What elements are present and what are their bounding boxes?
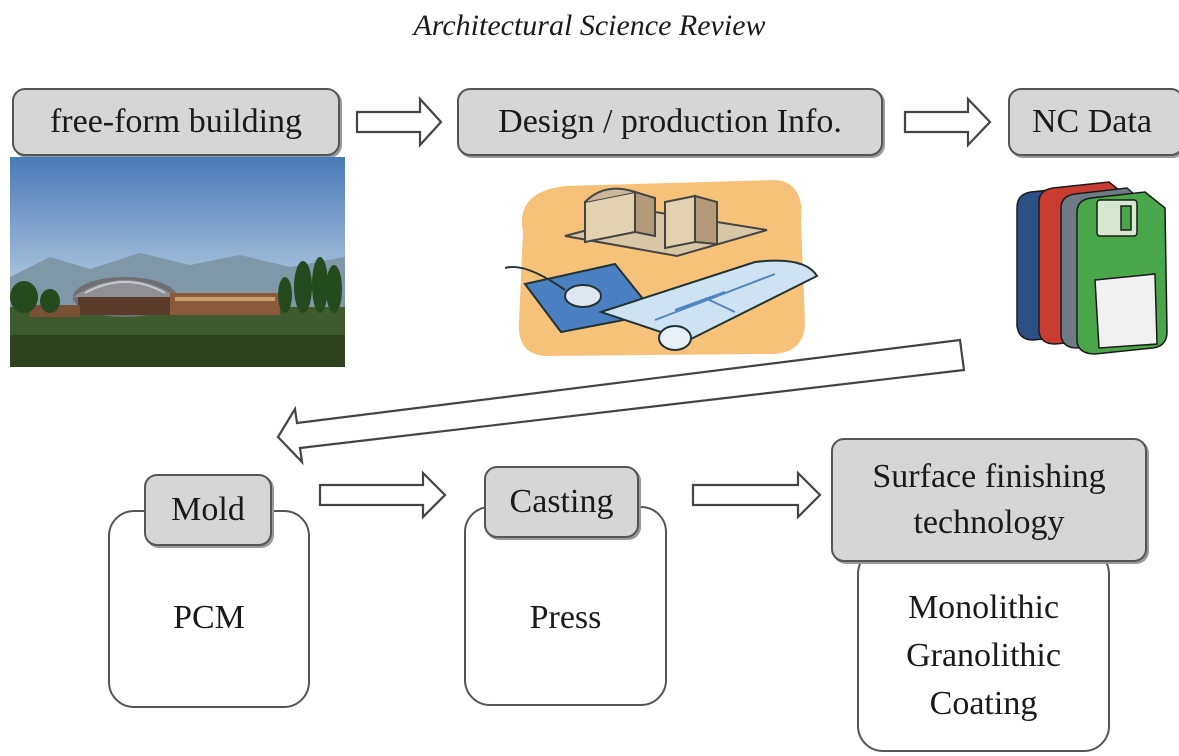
panel-surface-finishing xyxy=(857,548,1110,752)
detail-coating: Coating xyxy=(929,685,1038,722)
stage-free-form-building: free-form building xyxy=(12,88,340,156)
stage-design-production-info: Design / production Info. xyxy=(457,88,883,156)
detail-granolithic: Granolithic xyxy=(906,637,1061,674)
arrow-long-diagonal xyxy=(276,338,966,466)
floppy-disks-icon xyxy=(1016,181,1168,355)
mold-detail: PCM xyxy=(173,599,245,636)
surface-finishing-details: Monolithic Granolithic Coating xyxy=(857,584,1110,728)
arrow-1 xyxy=(355,96,443,148)
journal-header: Architectural Science Review xyxy=(413,9,766,42)
building-photo xyxy=(10,157,345,367)
design-clipart xyxy=(505,180,819,356)
detail-monolithic: Monolithic xyxy=(907,589,1060,626)
stage-casting: Casting xyxy=(484,466,639,538)
stage-nc-data: NC Data xyxy=(1008,88,1179,156)
arrow-2 xyxy=(903,96,992,148)
stage-surface-finishing: Surface finishing technology xyxy=(831,438,1147,562)
arrow-4 xyxy=(691,470,822,520)
stage-mold: Mold xyxy=(144,474,272,546)
casting-detail: Press xyxy=(529,599,602,636)
surface-finishing-label: Surface finishing technology xyxy=(872,458,1106,541)
arrow-3 xyxy=(318,470,447,520)
